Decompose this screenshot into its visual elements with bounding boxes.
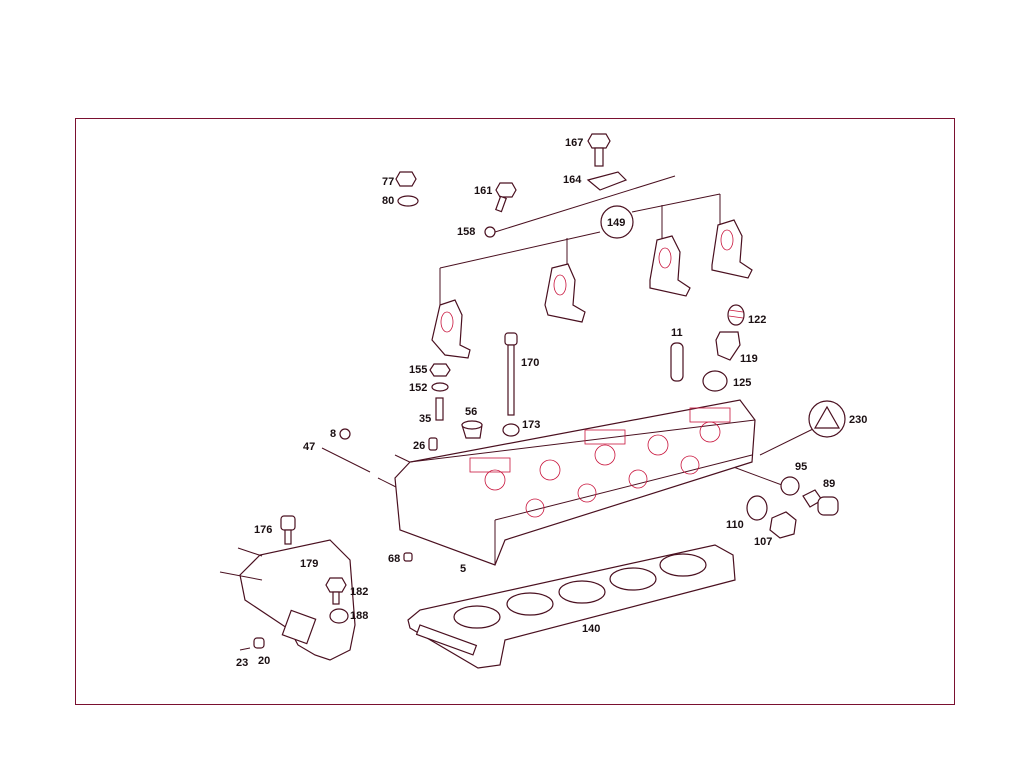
manifold-housing-icon bbox=[219, 539, 356, 661]
oil-line-158-icon bbox=[484, 226, 496, 238]
label-80: 80 bbox=[382, 195, 394, 207]
label-164: 164 bbox=[563, 174, 582, 186]
cap-119-icon bbox=[715, 331, 741, 361]
cover-230-icon bbox=[808, 400, 846, 438]
label-230: 230 bbox=[849, 414, 867, 426]
label-158: 158 bbox=[457, 226, 475, 238]
rocker-bracket-2-icon bbox=[544, 263, 586, 323]
label-149: 149 bbox=[607, 217, 625, 229]
label-110: 110 bbox=[726, 519, 744, 531]
label-56: 56 bbox=[465, 406, 477, 418]
ball-8-icon bbox=[339, 428, 351, 440]
label-140: 140 bbox=[582, 623, 600, 635]
washer-80-icon bbox=[397, 195, 419, 207]
label-182: 182 bbox=[350, 586, 368, 598]
bolt-77-icon bbox=[395, 171, 417, 187]
bolt-167-icon bbox=[587, 133, 611, 167]
label-125: 125 bbox=[733, 377, 751, 389]
label-155: 155 bbox=[409, 364, 427, 376]
bolt-176-icon bbox=[280, 515, 296, 545]
dowel-26-icon bbox=[428, 437, 438, 451]
label-89: 89 bbox=[823, 478, 835, 490]
pin-23-icon bbox=[239, 647, 251, 651]
label-77: 77 bbox=[382, 176, 394, 188]
label-20: 20 bbox=[258, 655, 270, 667]
washer-110-icon bbox=[746, 495, 768, 521]
plug-68-icon bbox=[403, 552, 413, 562]
cylinder-head-icon bbox=[394, 399, 756, 566]
bolt-170-icon bbox=[504, 332, 518, 416]
label-122: 122 bbox=[748, 314, 766, 326]
stud-35-icon bbox=[435, 397, 444, 421]
label-107: 107 bbox=[754, 536, 772, 548]
diagram-frame bbox=[75, 118, 955, 705]
head-gasket-140-icon bbox=[407, 544, 736, 669]
label-167: 167 bbox=[565, 137, 583, 149]
rocker-bracket-4-icon bbox=[711, 219, 753, 279]
clip-164-icon bbox=[586, 171, 628, 191]
nut-20-icon bbox=[253, 637, 265, 649]
washer-173-icon bbox=[502, 423, 520, 437]
pin-11-icon bbox=[670, 342, 684, 382]
label-152: 152 bbox=[409, 382, 427, 394]
label-26: 26 bbox=[413, 440, 425, 452]
label-161: 161 bbox=[474, 185, 492, 197]
label-95: 95 bbox=[795, 461, 807, 473]
label-179: 179 bbox=[300, 558, 318, 570]
ring-125-icon bbox=[702, 370, 728, 392]
label-68: 68 bbox=[388, 553, 400, 565]
label-119: 119 bbox=[740, 353, 758, 365]
rail-lines bbox=[439, 175, 816, 489]
nut-107-icon bbox=[769, 511, 797, 539]
label-170: 170 bbox=[521, 357, 539, 369]
sleeve-56-icon bbox=[461, 420, 483, 439]
label-47: 47 bbox=[303, 441, 315, 453]
label-8: 8 bbox=[330, 428, 336, 440]
label-176: 176 bbox=[254, 524, 272, 536]
washer-152-icon bbox=[431, 382, 449, 392]
callout-149-circle bbox=[600, 205, 634, 239]
ring-95-icon bbox=[780, 476, 800, 496]
label-23: 23 bbox=[236, 657, 248, 669]
bolt-161-icon bbox=[495, 182, 517, 213]
label-188: 188 bbox=[350, 610, 368, 622]
nut-155-icon bbox=[429, 363, 451, 377]
washer-188-icon bbox=[329, 608, 349, 624]
label-11: 11 bbox=[671, 327, 683, 339]
part-labels: 167 164 77 80 161 158 149 122 11 119 125… bbox=[236, 137, 867, 669]
label-5: 5 bbox=[460, 563, 466, 575]
rocker-bracket-3-icon bbox=[649, 235, 691, 297]
rocker-bracket-1-icon bbox=[431, 299, 471, 359]
label-35: 35 bbox=[419, 413, 431, 425]
spring-122-icon bbox=[727, 304, 745, 326]
sensor-89-icon bbox=[802, 489, 839, 516]
bolt-182-icon bbox=[325, 577, 347, 605]
label-173: 173 bbox=[522, 419, 540, 431]
